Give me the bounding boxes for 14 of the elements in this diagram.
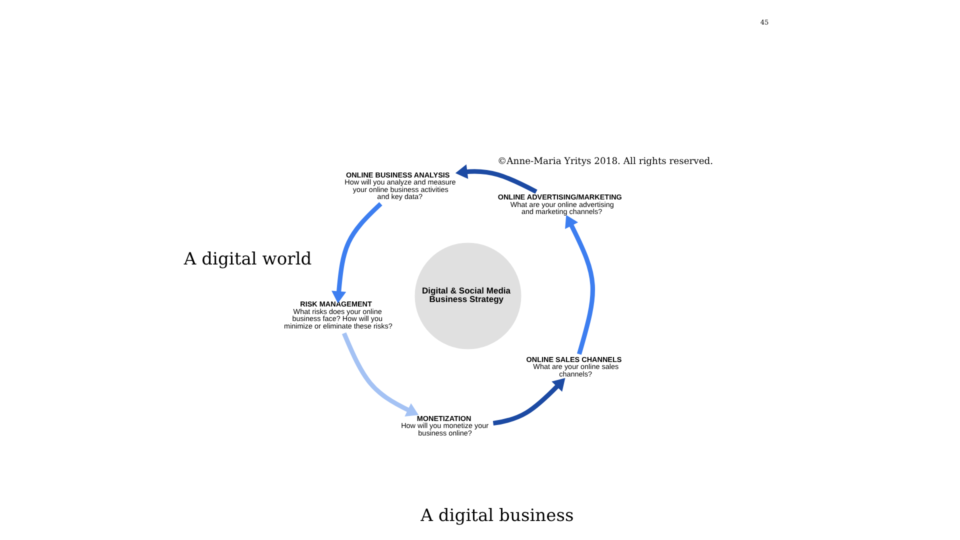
- label: A digital world: [183, 250, 312, 270]
- arrow: [331, 202, 382, 304]
- node-circle: Digital & Social Media Business Strategy: [414, 242, 521, 350]
- arrow: [564, 215, 594, 355]
- node-text: ONLINE ADVERTISING/MARKETING What are your online advertising and marketing channels?: [497, 192, 622, 216]
- label: ©Anne-Maria Yritys 2018. All rights reserved.: [496, 156, 713, 167]
- arrow: [492, 378, 565, 426]
- node-text: RISK MANAGEMENT What risks does your online business face? How will you minimize or eliminate these risks?: [284, 300, 392, 330]
- arrow: [341, 332, 418, 416]
- node-text: MONETIZATION How will you monetize your business online?: [400, 414, 488, 438]
- label: A digital business: [420, 506, 574, 526]
- node-text: ONLINE SALES CHANNELS What are your online sales channels?: [526, 354, 622, 378]
- arrow: [454, 164, 537, 194]
- node-text: ONLINE BUSINESS ANALYSIS How will you analyze and measure your online business activities and key data?: [344, 170, 456, 202]
